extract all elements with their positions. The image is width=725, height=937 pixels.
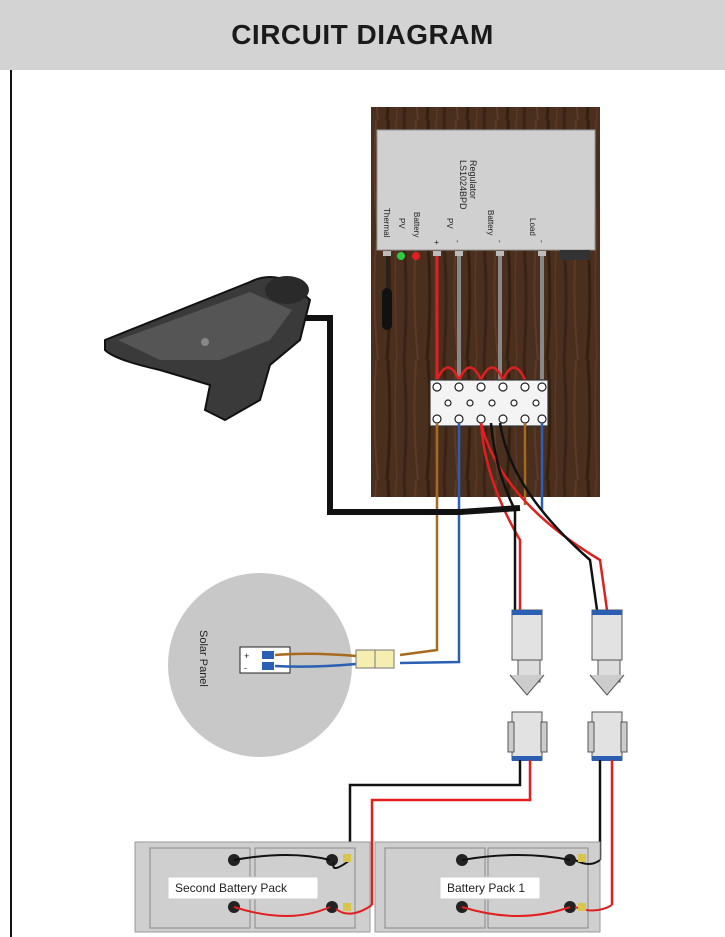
- regulator-unit: Regulator LS1024BPD Thermal PV Battery P…: [376, 129, 596, 260]
- lamp-load-icon: [104, 276, 312, 422]
- sensor-cable: [300, 315, 521, 515]
- terminal-label-battery-sense: Battery: [412, 212, 421, 237]
- left-margin-rule: [10, 70, 12, 937]
- terminal-label-thermal: Thermal: [382, 208, 391, 238]
- terminal-sign-pv-minus: -: [453, 240, 462, 243]
- solar-panel-label: Solar Panel: [197, 630, 209, 687]
- header-bar: CIRCUIT DIAGRAM: [0, 0, 725, 70]
- terminal-sign-battery-minus: -: [495, 240, 504, 243]
- terminal-block: [429, 379, 549, 427]
- battery-pack-2-label: Second Battery Pack: [175, 881, 288, 895]
- solar-panel: Solar Panel + -: [168, 573, 352, 757]
- solar-minus-sign: -: [244, 663, 247, 673]
- terminal-label-pv: PV: [445, 218, 454, 229]
- terminal-label-load: Load: [528, 218, 537, 236]
- page-title: CIRCUIT DIAGRAM: [231, 19, 494, 50]
- regulator-wires: [435, 256, 544, 381]
- thermal-probe: [382, 256, 392, 330]
- solar-connector: [355, 649, 395, 669]
- regulator-title: Regulator: [468, 160, 478, 199]
- solar-leads: [274, 652, 357, 668]
- battery-pack-2: Second Battery Pack: [134, 841, 371, 933]
- battery-pack-1: Battery Pack 1: [374, 841, 601, 933]
- terminal-label-pv-sense: PV: [397, 218, 406, 229]
- battery-pack-1-label: Battery Pack 1: [447, 881, 525, 895]
- regulator-terminals: [383, 251, 546, 260]
- battery-interconnects: [233, 854, 613, 917]
- terminal-label-battery: Battery: [486, 210, 495, 235]
- regulator-model: LS1024BPD: [458, 160, 468, 210]
- battery-wires: [348, 760, 614, 905]
- field-wires: [399, 422, 609, 665]
- battery-connector-pair-1: [507, 609, 548, 761]
- terminal-sign-pv-plus: +: [432, 240, 441, 245]
- solar-plus-sign: +: [244, 651, 249, 661]
- battery-connector-pair-2: [587, 609, 628, 761]
- terminal-sign-load-minus: -: [537, 240, 546, 243]
